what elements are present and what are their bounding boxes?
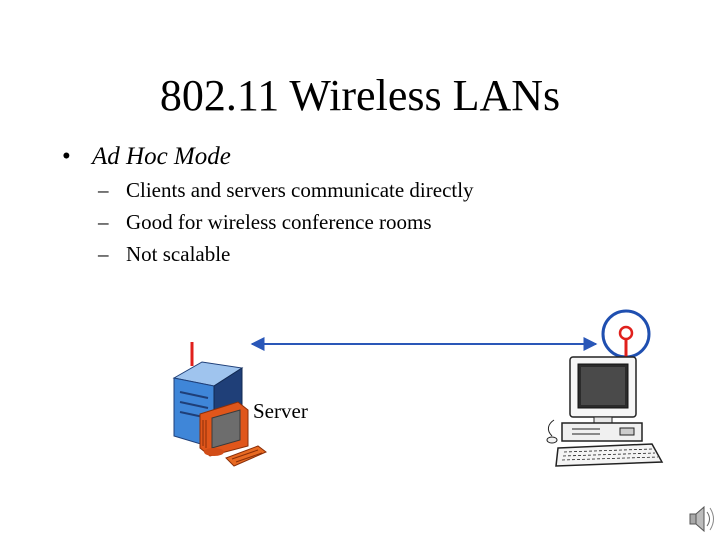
sub-bullet-marker: – bbox=[98, 210, 109, 234]
sub-bullet-text: Not scalable bbox=[126, 242, 231, 266]
sub-bullet-marker: – bbox=[98, 242, 109, 266]
server-monitor-icon bbox=[199, 401, 249, 457]
server-keyboard-icon bbox=[225, 445, 267, 467]
sub-bullet-text: Good for wireless conference rooms bbox=[126, 210, 432, 234]
client-antenna-icon bbox=[601, 309, 651, 362]
slide-title: 802.11 Wireless LANs bbox=[159, 71, 561, 120]
speaker-icon[interactable] bbox=[689, 505, 714, 533]
sub-bullet-conference-rooms: –Good for wireless conference rooms bbox=[98, 209, 432, 235]
bullet-marker: • bbox=[62, 143, 71, 170]
sub-bullet-text: Clients and servers communicate directly bbox=[126, 178, 474, 202]
sub-bullet-marker: – bbox=[98, 178, 109, 202]
desktop-computer-icon bbox=[546, 356, 664, 467]
bullet-text: Ad Hoc Mode bbox=[92, 143, 231, 170]
bullet-ad-hoc-mode: • Ad Hoc Mode bbox=[62, 142, 231, 172]
sub-bullet-not-scalable: –Not scalable bbox=[98, 241, 230, 267]
server-label: Server bbox=[253, 399, 308, 423]
sub-bullet-communicate-directly: –Clients and servers communicate directl… bbox=[98, 177, 474, 203]
